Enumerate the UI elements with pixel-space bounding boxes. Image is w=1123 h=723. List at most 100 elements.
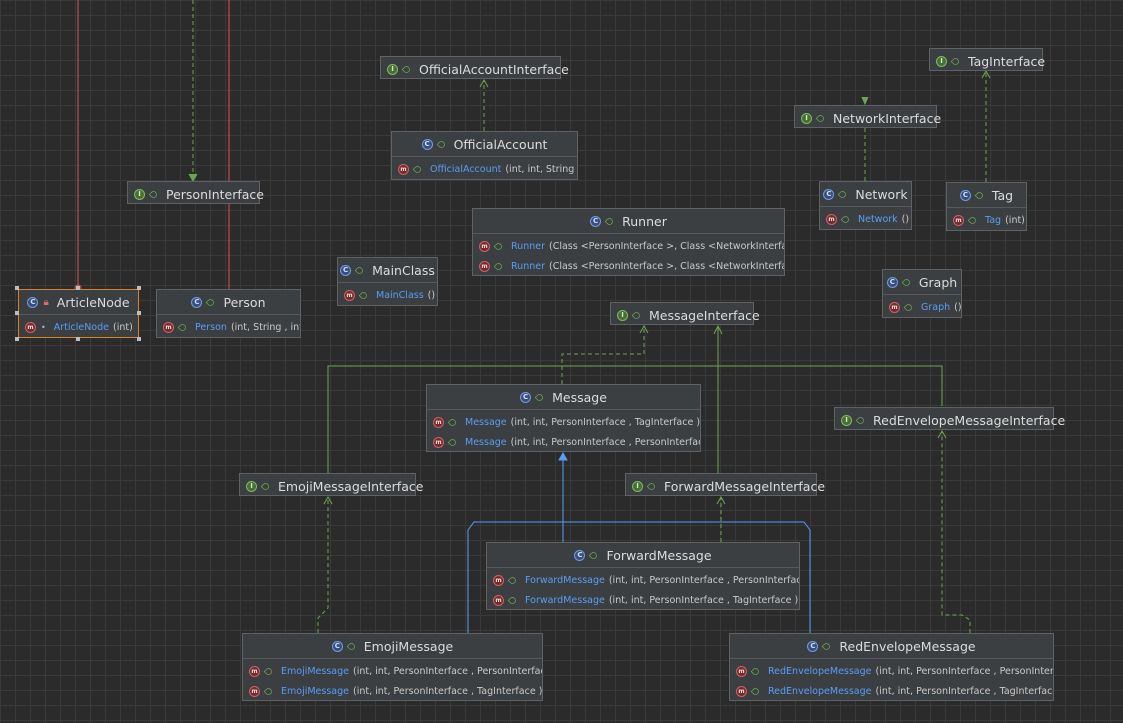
constructor-row[interactable]: m MainClass(): [338, 285, 437, 305]
method-name: Network: [858, 213, 898, 225]
public-visibility-icon: [950, 56, 961, 66]
interface-icon: I: [134, 188, 145, 200]
node-title: Tag: [991, 187, 1014, 203]
extends-edge: [718, 365, 943, 406]
method-signature: (): [901, 213, 910, 225]
method-name: RedEnvelopeMessage: [768, 665, 872, 677]
public-visibility-icon: [412, 164, 423, 174]
method-signature: (int, int, PersonInterface , PersonInter…: [352, 665, 542, 677]
selection-handle[interactable]: [15, 286, 19, 290]
class-icon: C: [886, 276, 898, 288]
public-visibility-icon: [815, 113, 826, 123]
method-signature: (Class <PersonInterface >, Class <Networ…: [549, 260, 784, 272]
public-visibility-icon: [177, 322, 188, 332]
arrow-head: [323, 495, 333, 505]
method-name: OfficialAccount: [430, 163, 502, 175]
class-icon: C: [590, 215, 602, 227]
selection-handle[interactable]: [15, 337, 19, 341]
public-visibility-icon: [263, 666, 274, 676]
public-visibility-icon: [838, 189, 848, 199]
public-visibility-icon: [206, 297, 216, 307]
method-signature: (): [427, 289, 436, 301]
constructor-row[interactable]: m•ArticleNode(int): [19, 317, 138, 337]
node-title: Network: [855, 186, 908, 202]
method-name: RedEnvelopeMessage: [768, 685, 872, 697]
selection-handle[interactable]: [76, 337, 80, 341]
node-title: MessageInterface: [649, 307, 760, 323]
public-visibility-icon: [903, 302, 914, 312]
node-title: OfficialAccountInterface: [419, 61, 569, 77]
extends-edge: [563, 521, 811, 633]
method-icon: m: [344, 289, 355, 301]
method-signature: (int, int, PersonInterface , PersonInter…: [608, 574, 799, 586]
arrow-head: [981, 69, 991, 79]
node-title: RedEnvelopeMessageInterface: [873, 412, 1066, 428]
arrow-head: [716, 495, 726, 505]
method-icon: m: [433, 416, 444, 428]
method-icon: m: [249, 665, 260, 677]
selection-handle[interactable]: [137, 286, 141, 290]
method-signature: (int, int, PersonInterface , PersonInter…: [875, 665, 1053, 677]
node-title: MainClass: [372, 262, 435, 278]
method-signature: (int): [1005, 214, 1025, 226]
method-signature: (int, int, PersonInterface , TagInterfac…: [608, 594, 799, 606]
method-name: Message: [465, 436, 507, 448]
method-icon: m: [479, 260, 490, 272]
article-node-node[interactable]: C🔒︎ArticleNode m•ArticleNode(int): [18, 289, 139, 338]
public-visibility-icon: [967, 215, 978, 225]
lock-icon: 🔒︎: [43, 296, 49, 308]
public-visibility-icon: [401, 64, 412, 74]
constructor-row[interactable]: m Runner (Class <PersonInterface >, Class …: [473, 256, 784, 276]
selection-handle[interactable]: [76, 286, 80, 290]
selection-handle[interactable]: [15, 311, 19, 315]
method-name: Runner: [511, 260, 545, 272]
method-icon: m: [163, 321, 174, 333]
class-icon: C: [421, 138, 433, 150]
package-visibility-icon: •: [41, 322, 46, 332]
method-icon: m: [889, 301, 900, 313]
method-name: Message: [465, 416, 507, 428]
node-title: RedEnvelopeMessage: [839, 638, 976, 654]
public-visibility-icon: [436, 139, 446, 149]
method-signature: (int, int, String ): [505, 163, 577, 175]
method-name: MainClass: [376, 289, 424, 301]
public-visibility-icon: [493, 241, 504, 251]
selection-handle[interactable]: [137, 311, 141, 315]
method-icon: m: [493, 594, 504, 606]
selection-handle[interactable]: [137, 337, 141, 341]
